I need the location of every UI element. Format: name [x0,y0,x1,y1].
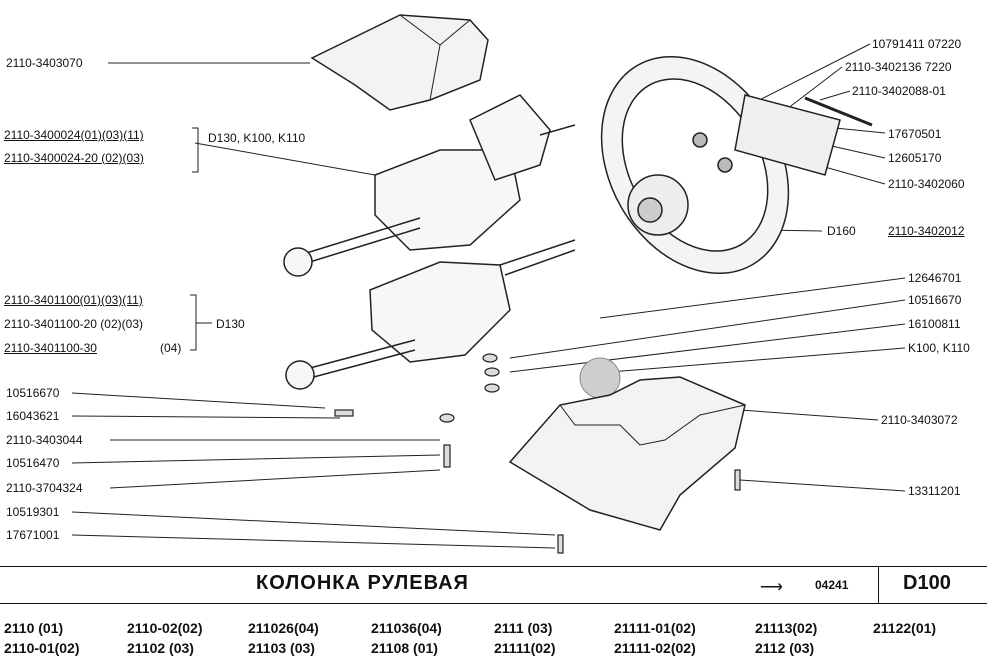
diagram-title: КОЛОНКА РУЛЕВАЯ [256,572,469,594]
leader-line [509,323,906,373]
leader-line [739,409,879,421]
part-label: 2110-3400024(01)(03)(11) [4,128,144,142]
part-label: 2110-3402012 [888,224,965,238]
trim-strip [804,96,873,127]
part-label: 16043621 [6,409,60,423]
variant-label: K100, K110 [908,341,970,355]
bracket [190,294,197,351]
exploded-view-drawing [71,14,906,554]
model-code: 2111 (03) [494,620,553,636]
part-label: 2110-3402136 7220 [845,60,952,74]
leader-line [71,415,341,419]
part-label: 2110-3400024-20 (02)(03) [4,151,144,165]
title-block [0,566,987,604]
model-code: 2112 (03) [755,640,815,656]
leader-line [599,277,906,319]
variant-label: (04) [160,341,182,355]
leader-line [109,469,441,489]
fasteners [334,353,741,554]
part-label: 10516470 [6,456,60,470]
part-label: 2110-3402088-01 [852,84,946,98]
model-code: 21122(01) [873,620,937,636]
leader-line [71,511,556,536]
part-label: 16100811 [908,317,961,331]
leader-line [71,534,556,549]
steering-column-lower [285,239,576,390]
model-code: 21111-01(02) [614,620,696,636]
model-code: 2110 (01) [4,620,64,636]
part-label: 2110-3403072 [881,413,958,427]
arrow-right-icon: ⟶ [760,579,783,596]
lower-shroud [508,376,746,531]
part-label: 2110-3403070 [6,56,83,70]
leader-line [71,454,441,464]
model-code: 2110-02(02) [127,620,203,636]
leader-line [509,299,906,359]
steering-column-upper [283,94,576,277]
model-code: 21102 (03) [127,640,194,656]
part-label: 2110-3401100(01)(03)(11) [4,293,143,307]
part-label: 12605170 [888,151,942,165]
leader-line [834,127,886,134]
leader-line [71,392,326,409]
model-code: 21111(02) [494,640,556,656]
boot-sphere [579,357,621,399]
part-label: 10791411 07220 [872,37,962,51]
model-code: 21108 (01) [371,640,438,656]
leader-line [194,142,376,176]
model-code: 211026(04) [248,620,319,636]
part-label: 12646701 [908,271,962,285]
part-label: 17670501 [888,127,942,141]
variant-label: D130 [216,317,245,331]
sheet-code: D100 [903,572,951,594]
model-code: 2110-01(02) [4,640,80,656]
horn-pad [734,94,841,176]
part-label: 2110-3704324 [6,481,83,495]
part-label: 2110-3402060 [888,177,965,191]
part-label: 2110-3401100-30 [4,341,97,355]
model-code: 21111-02(02) [614,640,696,656]
variant-label: D160 [827,224,856,238]
variant-label: D130, K100, K110 [208,131,306,145]
bracket [192,127,199,173]
leader-line [819,90,851,101]
leader-line [739,479,906,492]
part-label: 10516670 [6,386,60,400]
part-label: 10516670 [908,293,962,307]
leader-line [609,347,906,373]
part-label: 2110-3401100-20 (02)(03) [4,317,143,331]
part-label: 13311201 [908,484,961,498]
part-label: 17671001 [6,528,60,542]
part-label: 2110-3403044 [6,433,83,447]
divider [878,566,879,603]
part-label: 10519301 [6,505,60,519]
section-code: 04241 [815,578,849,592]
upper-shroud [310,14,489,111]
model-code: 21103 (03) [248,640,315,656]
model-code: 211036(04) [371,620,442,636]
model-code: 21113(02) [755,620,818,636]
